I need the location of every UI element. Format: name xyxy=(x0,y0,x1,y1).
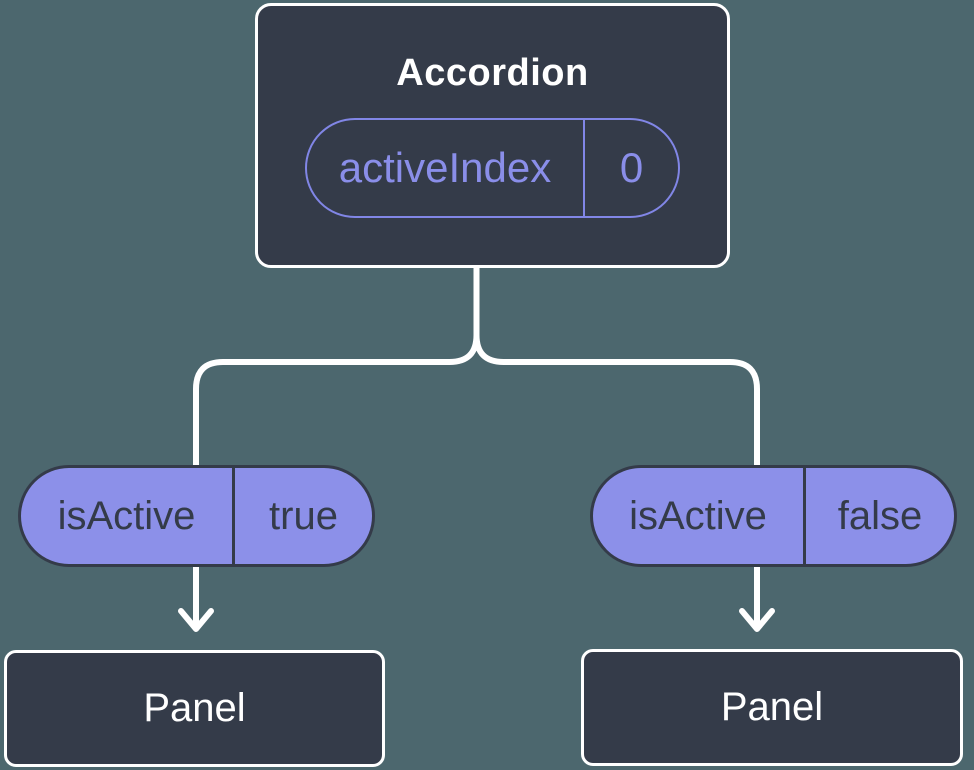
panel-node-right: Panel xyxy=(581,649,963,766)
arrowhead-left-icon xyxy=(178,608,214,632)
branch-line-right xyxy=(473,260,760,631)
prop-pill-isactive-true: isActive true xyxy=(18,465,375,567)
prop-value-label: false xyxy=(803,468,954,564)
prop-name-label: isActive xyxy=(629,494,767,538)
state-value-label: 0 xyxy=(583,119,678,216)
branch-line-left xyxy=(193,260,480,631)
accordion-node-title: Accordion xyxy=(396,51,589,94)
arrowhead-right-icon xyxy=(739,608,775,632)
prop-pill-isactive-false: isActive false xyxy=(590,465,957,567)
state-pill-activeindex: activeIndex 0 xyxy=(305,117,680,218)
state-name-label: activeIndex xyxy=(338,143,552,191)
panel-node-left: Panel xyxy=(4,650,385,767)
prop-name-label: isActive xyxy=(57,494,196,538)
prop-value-label: true xyxy=(232,468,372,564)
accordion-node: Accordion activeIndex 0 xyxy=(255,3,730,268)
